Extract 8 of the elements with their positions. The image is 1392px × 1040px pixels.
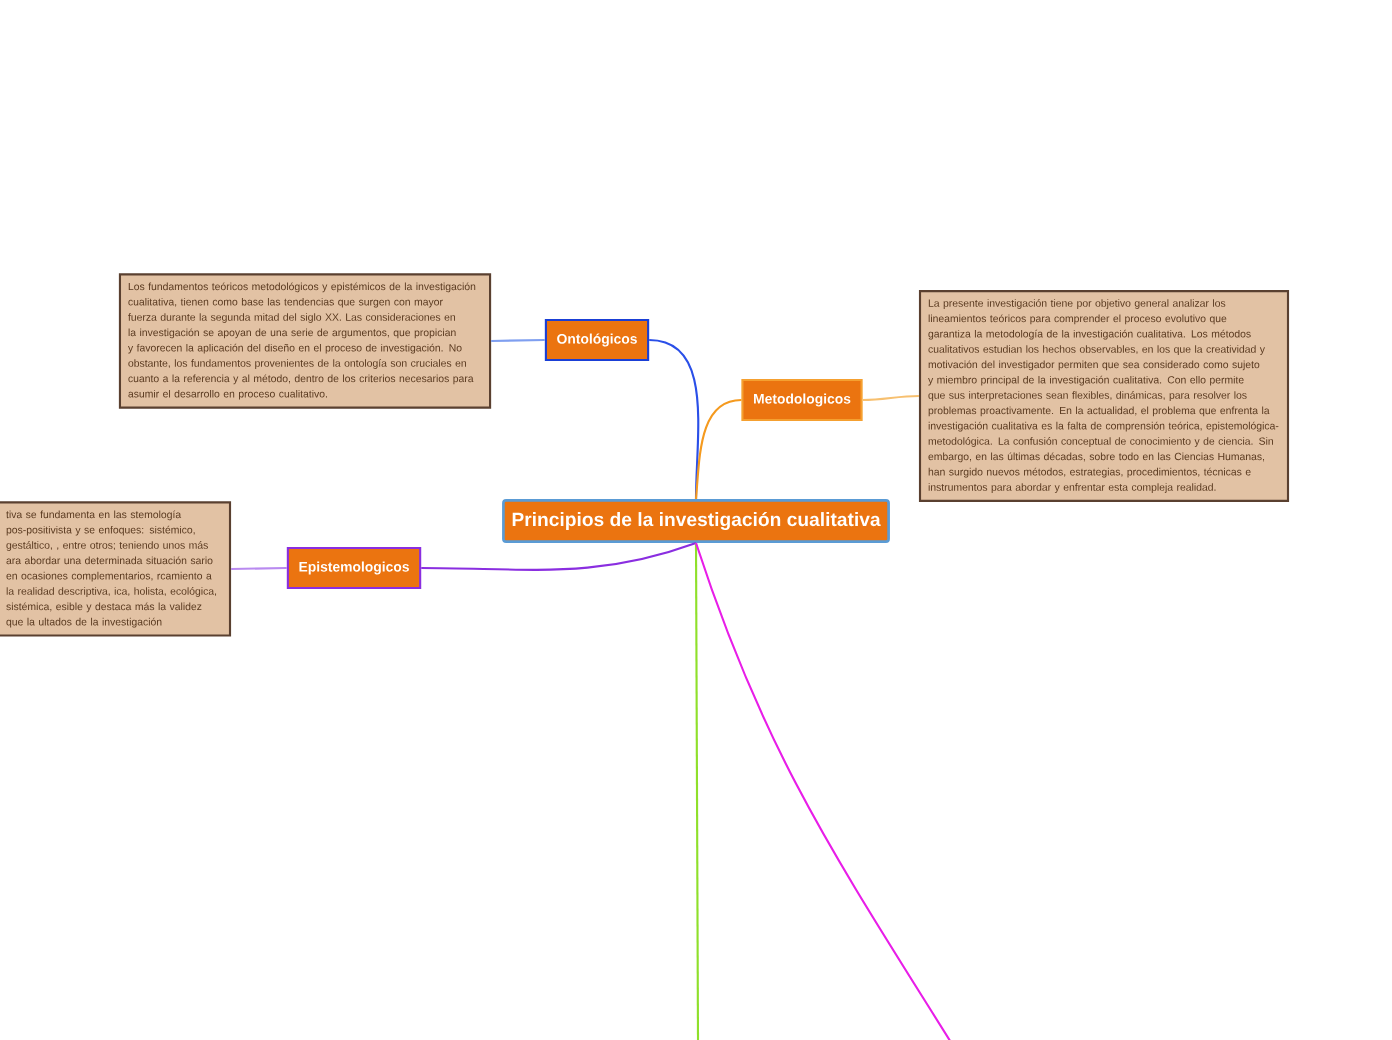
connector-line: [694, 543, 700, 1040]
connector-line: [694, 398, 742, 500]
connector-line: [491, 338, 545, 343]
connector-line: [862, 394, 919, 402]
connector-line: [421, 541, 697, 571]
connector-line: [695, 542, 953, 1040]
topic-box: Principios de la investigación cualitativa: [502, 499, 890, 543]
connector-line: [231, 566, 287, 571]
